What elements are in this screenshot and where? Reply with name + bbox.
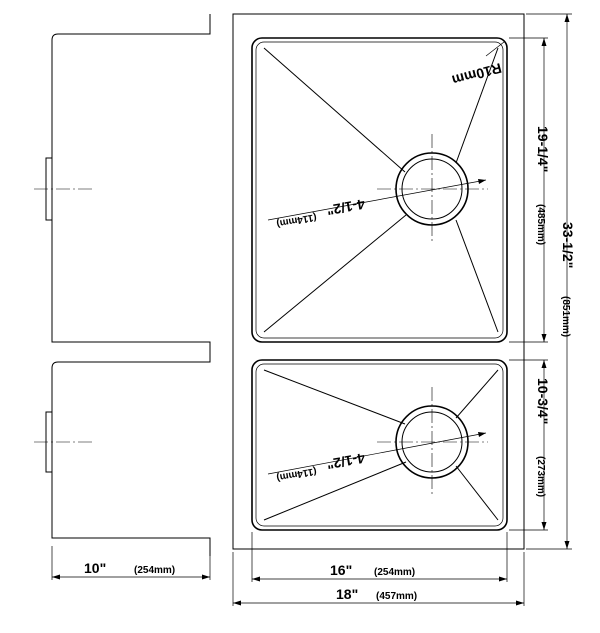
large-fold-tl: [263, 47, 406, 173]
large-bowl-inner: [255, 41, 504, 339]
small-fold-tr: [455, 369, 499, 419]
small-bowl-inner: [255, 363, 504, 527]
sink-outer-flange: [232, 13, 525, 550]
small-length-inch: 10-3/4": [535, 378, 551, 424]
bowl-width-arrow-right: [499, 576, 507, 582]
side-profile-upper: [51, 14, 211, 358]
bowl-width-mm: (254mm): [374, 567, 415, 578]
large-drain-leader-arrow: [478, 179, 486, 184]
small-length-arrow-top: [541, 360, 547, 368]
large-drain-leader: [267, 179, 487, 221]
small-fold-tl: [263, 369, 406, 425]
overall-length-mm: (851mm): [560, 296, 571, 337]
small-fold-bl: [263, 461, 407, 521]
side-dim-arrow-left: [52, 574, 60, 580]
large-length-mm: (485mm): [535, 204, 546, 245]
corner-radius-leader: [485, 41, 505, 57]
side-profile-lower: [51, 358, 211, 556]
side-view: 10" (254mm): [34, 14, 211, 580]
small-length-mm: (273mm): [535, 456, 546, 497]
overall-length-arrow-bottom: [564, 541, 570, 549]
large-bowl-outline: [251, 37, 508, 343]
small-drain-leader: [267, 432, 487, 475]
small-length-arrow-bottom: [541, 522, 547, 530]
small-fold-br: [455, 465, 499, 521]
small-bowl-outline: [251, 359, 508, 531]
small-drain-inch: 4-1/2": [326, 450, 367, 472]
overall-width-arrow-left: [233, 600, 241, 606]
small-drain-mm: (114mm): [276, 465, 318, 483]
large-length-arrow-bottom: [541, 334, 547, 342]
large-fold-br: [455, 219, 499, 333]
side-depth-mm: (254mm): [134, 565, 175, 576]
large-drain-inch: 4-1/2": [326, 196, 367, 218]
bowl-width-inch: 16": [330, 562, 352, 578]
large-length-inch: 19-1/4": [535, 126, 551, 172]
large-fold-tr: [455, 47, 499, 164]
top-view: 4-1/2" (114mm) R10mm 4-1/2" (114mm) 16" …: [232, 13, 576, 606]
large-fold-bl: [263, 214, 407, 333]
overall-length-arrow-top: [564, 14, 570, 22]
corner-radius-label: R10mm: [450, 60, 503, 89]
large-length-arrow-top: [541, 38, 547, 46]
bowl-width-arrow-left: [252, 576, 260, 582]
small-drain-leader-arrow: [478, 432, 486, 437]
side-depth-inch: 10": [84, 560, 106, 576]
side-dim-arrow-right: [202, 574, 210, 580]
overall-length-inch: 33-1/2": [560, 222, 576, 268]
overall-width-inch: 18": [336, 586, 358, 602]
large-drain-mm: (114mm): [276, 211, 318, 229]
overall-width-arrow-right: [516, 600, 524, 606]
overall-width-mm: (457mm): [376, 591, 417, 602]
